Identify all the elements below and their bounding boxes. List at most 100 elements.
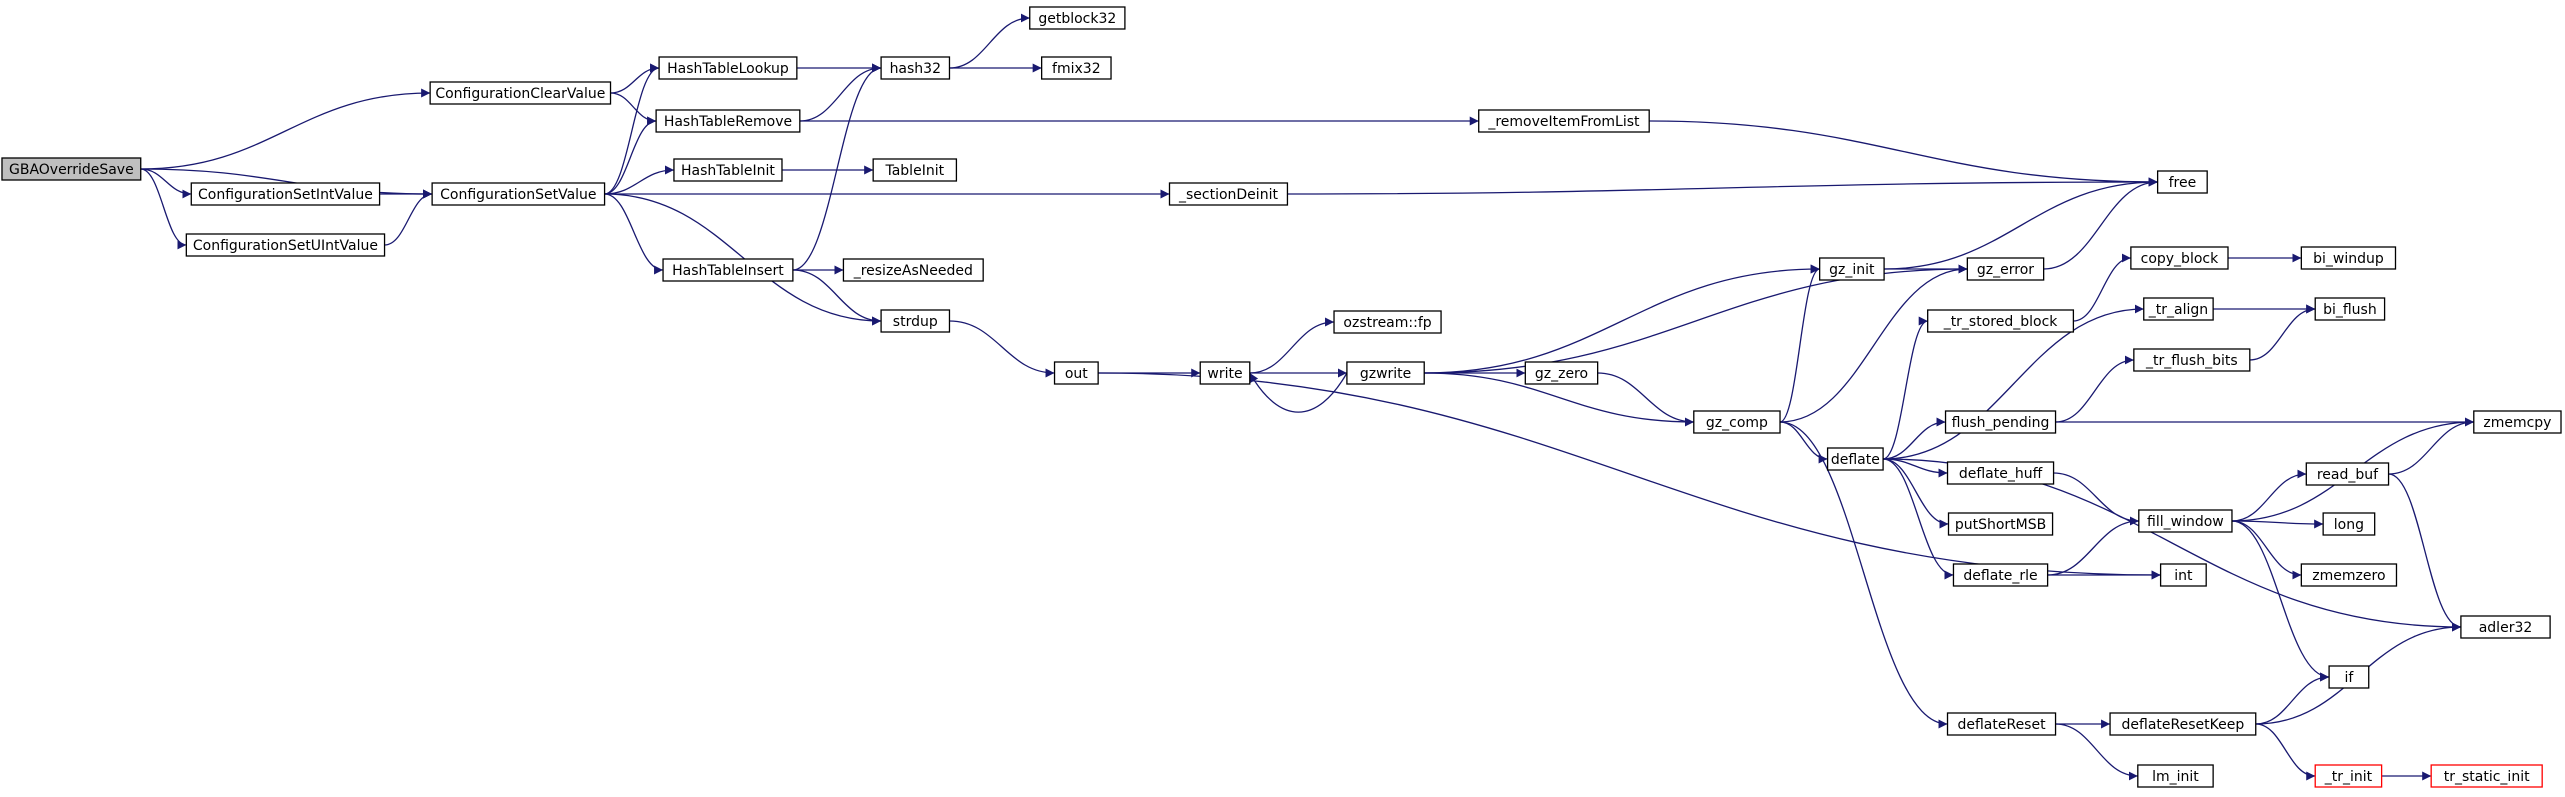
edge-gzcomp-to-gzerror	[1780, 264, 1968, 423]
node-label: deflate_huff	[1959, 466, 2043, 482]
edge-flushpending-to-trflushbits	[2055, 355, 2134, 423]
node-box	[1944, 410, 2057, 434]
node-label: long	[2334, 517, 2364, 533]
node-hashtableinsert[interactable]: HashTableInsert	[662, 258, 794, 282]
node-label: write	[1207, 366, 1242, 382]
node-box	[1946, 712, 2057, 736]
edge-configurationsetvalue-to-hashtablelookup	[604, 63, 660, 195]
node-deflatereset[interactable]: deflateReset	[1946, 712, 2057, 736]
node-fillwindow[interactable]: fill_window	[2138, 509, 2233, 533]
node-label: gz_init	[1829, 262, 1875, 278]
node-box	[658, 56, 798, 80]
node-ozstreamfp[interactable]: ozstream::fp	[1333, 310, 1442, 334]
node-label: copy_block	[2141, 251, 2219, 267]
node-label: _tr_init	[2324, 769, 2373, 785]
node-box	[1199, 361, 1251, 385]
edge-configurationsetvalue-to-hashtableinit	[604, 165, 674, 195]
node-label: ConfigurationSetIntValue	[198, 187, 373, 203]
node-box	[2314, 764, 2383, 788]
node-getblock32[interactable]: getblock32	[1029, 6, 1126, 30]
node-putshortmsb[interactable]: putShortMSB	[1947, 512, 2054, 536]
node-zmemzero[interactable]: zmemzero	[2300, 563, 2398, 587]
node-lminit[interactable]: lm_init	[2137, 764, 2214, 788]
node-zmemcpy[interactable]: zmemcpy	[2473, 410, 2562, 434]
edge-out-to-int	[1098, 372, 2161, 580]
node-label: ozstream::fp	[1343, 315, 1431, 331]
node-gzinit[interactable]: gz_init	[1819, 257, 1885, 281]
node-free[interactable]: free	[2156, 170, 2208, 194]
node-hashtableinit[interactable]: HashTableInit	[673, 158, 783, 182]
node-box	[1819, 257, 1885, 281]
edge-configurationsetvalue-to-hashtableinsert	[604, 193, 664, 275]
node-label: gz_zero	[1535, 366, 1588, 382]
edge-gzinit-to-free	[1884, 177, 2158, 270]
node-copyblock[interactable]: copy_block	[2130, 246, 2229, 270]
node-gzerror[interactable]: gz_error	[1966, 257, 2045, 281]
node-trflushbits[interactable]: _tr_flush_bits	[2133, 348, 2251, 372]
node-label: adler32	[2479, 620, 2533, 636]
node-long[interactable]: long	[2322, 512, 2376, 536]
node-label: lm_init	[2152, 769, 2199, 785]
node-gzcomp[interactable]: gz_comp	[1693, 410, 1781, 434]
edge-readbuf-to-adler32	[2388, 473, 2462, 632]
node-trinit[interactable]: _tr_init	[2314, 764, 2383, 788]
node-configurationclearvalue[interactable]: ConfigurationClearValue	[429, 81, 612, 105]
node-tralign[interactable]: _tr_align	[2143, 297, 2214, 321]
node-label: hash32	[890, 61, 941, 77]
node-deflaterle[interactable]: deflate_rle	[1952, 563, 2049, 587]
nodes-layer: GBAOverrideSave ConfigurationClearValueCo…	[1, 6, 2562, 788]
node-label: HashTableInsert	[672, 263, 784, 279]
edge-trstoredblock-to-copyblock	[2073, 253, 2131, 322]
node-resizeasneeded[interactable]: _resizeAsNeeded	[842, 258, 984, 282]
node-hashtablelookup[interactable]: HashTableLookup	[658, 56, 798, 80]
edge-deflatereset-to-lminit	[2055, 723, 2138, 781]
node-tableinit[interactable]: TableInit	[872, 158, 958, 182]
node-label: free	[2169, 175, 2197, 191]
node-hash32[interactable]: hash32	[880, 56, 951, 80]
node-deflateresetkeep[interactable]: deflateResetKeep	[2109, 712, 2257, 736]
node-flushpending[interactable]: flush_pending	[1944, 410, 2057, 434]
node-trstaticinit[interactable]: tr_static_init	[2430, 764, 2543, 788]
node-readbuf[interactable]: read_buf	[2305, 462, 2390, 486]
node-if[interactable]: if	[2328, 665, 2370, 689]
node-box	[2143, 297, 2214, 321]
node-configurationsetuintvalue[interactable]: ConfigurationSetUIntValue	[185, 233, 386, 257]
node-deflate[interactable]: deflate	[1826, 447, 1884, 471]
node-out[interactable]: out	[1053, 361, 1099, 385]
node-fmix32[interactable]: fmix32	[1040, 56, 1112, 80]
node-label: out	[1065, 366, 1088, 382]
node-gzwrite[interactable]: gzwrite	[1346, 361, 1425, 385]
node-box	[1693, 410, 1781, 434]
node-removeitemfromlist[interactable]: _removeItemFromList	[1478, 109, 1650, 133]
node-sectiondeinit[interactable]: _sectionDeinit	[1168, 182, 1289, 206]
node-biflush[interactable]: bi_flush	[2314, 297, 2386, 321]
node-trstoredblock[interactable]: _tr_stored_block	[1927, 309, 2075, 333]
node-hashtableremove[interactable]: HashTableRemove	[655, 109, 801, 133]
node-configurationsetvalue[interactable]: ConfigurationSetValue	[431, 182, 606, 206]
node-box	[655, 109, 801, 133]
node-gbaoverridesave[interactable]: GBAOverrideSave	[1, 157, 142, 181]
edge-gzcomp-to-gzinit	[1779, 264, 1820, 423]
edge-hashtableremove-to-hash32	[799, 63, 882, 122]
node-box	[2109, 712, 2257, 736]
node-box	[2300, 246, 2397, 270]
node-write[interactable]: write	[1199, 361, 1251, 385]
edge-configurationclearvalue-to-hashtableremove	[610, 92, 657, 126]
node-label: zmemcpy	[2483, 415, 2551, 431]
node-adler32[interactable]: adler32	[2460, 615, 2551, 639]
node-box	[2137, 764, 2214, 788]
node-gzzero[interactable]: gz_zero	[1524, 361, 1599, 385]
node-label: read_buf	[2317, 467, 2379, 483]
node-deflatehuff[interactable]: deflate_huff	[1946, 461, 2055, 485]
node-configurationsetintvalue[interactable]: ConfigurationSetIntValue	[190, 182, 381, 206]
node-label: deflateReset	[1957, 717, 2046, 733]
node-box	[1333, 310, 1442, 334]
node-strdup[interactable]: strdup	[880, 309, 951, 333]
edge-sectiondeinit-to-free	[1287, 177, 2158, 195]
node-box	[2156, 170, 2208, 194]
node-biwindup[interactable]: bi_windup	[2300, 246, 2397, 270]
node-int[interactable]: int	[2159, 563, 2207, 587]
edge-deflateresetkeep-to-trinit	[2255, 723, 2316, 781]
node-label: tr_static_init	[2444, 769, 2530, 785]
